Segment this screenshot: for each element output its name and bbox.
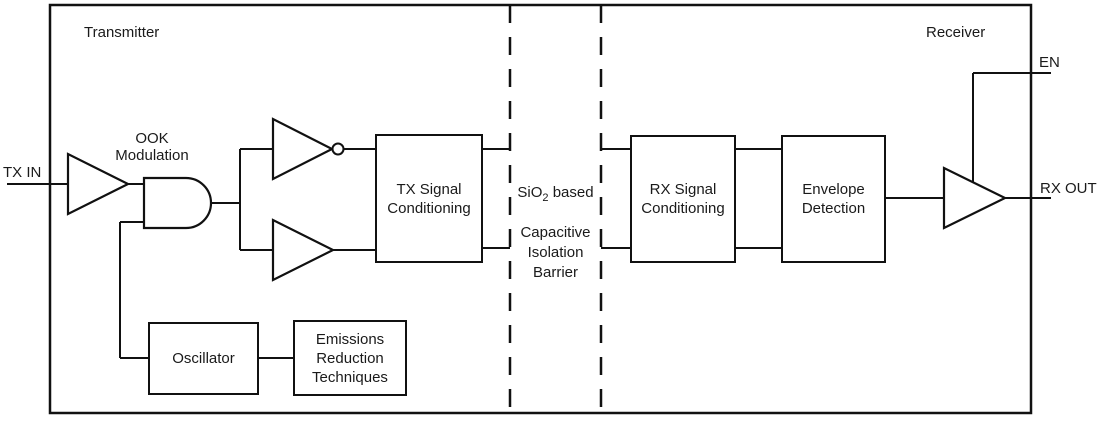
emissions-reduction-block: Emissions Reduction Techniques (293, 320, 407, 396)
oscillator-label: Oscillator (172, 350, 235, 367)
inverter-bubble-icon (331, 142, 345, 156)
en-port-label: EN (1039, 54, 1060, 71)
envelope-detection-block: Envelope Detection (781, 135, 886, 263)
transmitter-region-title: Transmitter (84, 24, 160, 41)
oscillator-block: Oscillator (148, 322, 259, 395)
rx-signal-conditioning-label: RX Signal Conditioning (641, 181, 725, 217)
tx-input-buffer-icon (66, 152, 131, 216)
tx-signal-conditioning-block: TX Signal Conditioning (375, 134, 483, 263)
and-gate-icon (142, 176, 213, 230)
receiver-region-title: Receiver (926, 24, 986, 41)
inverter-icon (271, 117, 335, 181)
tx-in-port-label: TX IN (3, 164, 42, 181)
emissions-reduction-label: Emissions Reduction Techniques (312, 330, 388, 386)
rx-signal-conditioning-block: RX Signal Conditioning (630, 135, 736, 263)
isolation-barrier-formula-line: SiO2 based (517, 184, 594, 204)
isolation-barrier-label: SiO2 based Capacitive Isolation Barrier (503, 163, 608, 303)
rx-output-buffer-icon (942, 166, 1008, 230)
ook-modulation-label: OOK Modulation (115, 130, 189, 164)
tx-signal-conditioning-label: TX Signal Conditioning (387, 180, 471, 217)
chip-outline (48, 3, 1033, 415)
rx-out-port-label: RX OUT (1040, 180, 1097, 197)
envelope-detection-label: Envelope Detection (801, 181, 866, 217)
modulation-buffer-icon (271, 218, 336, 282)
isolation-barrier-text-lines: Capacitive Isolation Barrier (520, 224, 591, 281)
